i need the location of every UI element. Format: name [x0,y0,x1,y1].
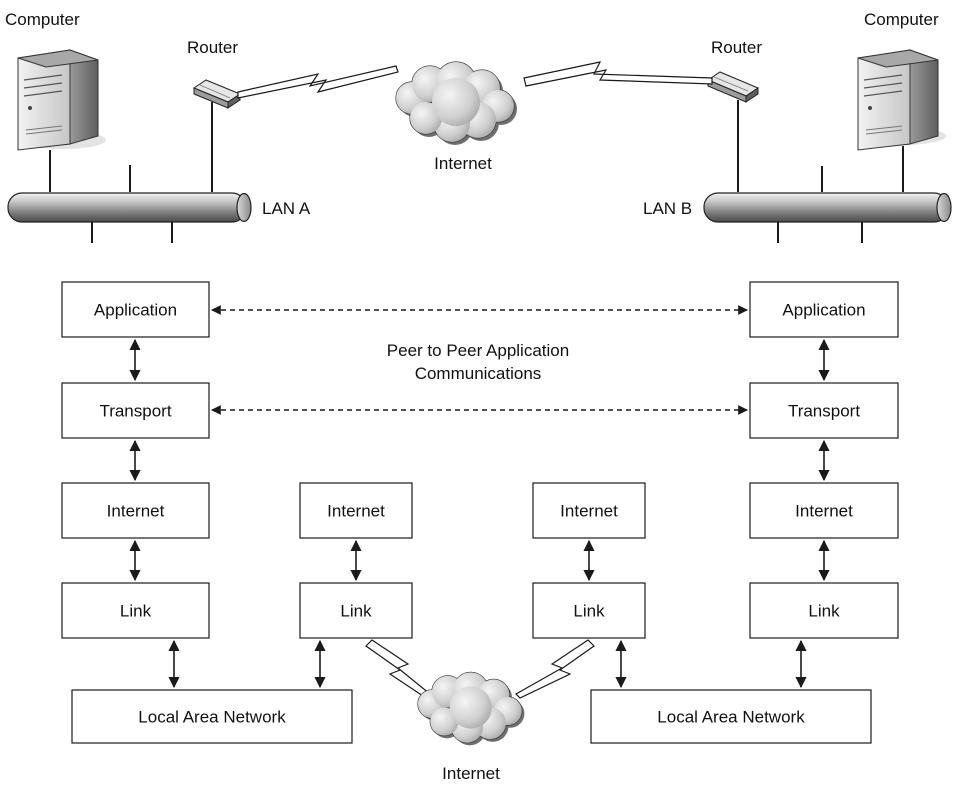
layer-internet-right-label: Internet [795,502,853,521]
router-right-internet-label: Internet [560,502,618,521]
lan-a-label: LAN A [262,199,311,218]
router-left-icon [192,79,242,109]
internet-cloud-icon [395,61,517,145]
layer-application-right-label: Application [782,301,865,320]
lan-right-box [590,689,872,744]
layer-link-left [61,582,210,639]
layer-application-left [61,281,210,338]
router-right-icon [706,71,760,103]
wan-link-bottom-right-icon [515,639,595,699]
router-right-label: Router [711,38,762,57]
router-right-link-box [532,582,646,639]
router-stack-left: Internet Link [299,482,413,639]
router-right-internet-box [532,482,646,539]
peer-label-line1: Peer to Peer Application [387,341,569,360]
layer-transport-right [749,382,899,439]
computer-right-label: Computer [864,10,939,29]
layer-link-right [749,582,899,639]
internet-bottom-cloud-icon [417,671,525,746]
internet-cloud-label: Internet [434,154,492,173]
router-left-link-label: Link [340,602,372,621]
router-left-internet-box [299,482,413,539]
lan-left-label: Local Area Network [138,708,286,727]
lan-left-box [71,689,353,744]
computer-left-icon [17,49,106,151]
lan-a-taps [49,102,213,243]
peer-label-line2: Communications [415,364,542,383]
layer-internet-right [749,482,899,539]
layer-transport-right-label: Transport [788,402,860,421]
stack-left: Application Transport Internet Link [61,281,210,639]
router-left-label: Router [187,38,238,57]
lan-b-label: LAN B [643,199,692,218]
lan-right-label: Local Area Network [657,708,805,727]
lan-b-segment [703,192,952,223]
stack-right: Application Transport Internet Link [749,281,899,639]
lan-b-taps [737,100,904,243]
computer-right-icon [857,49,946,151]
computer-left-label: Computer [5,10,80,29]
layer-application-right [749,281,899,338]
wan-link-right-icon [523,61,713,87]
layer-internet-left-label: Internet [107,502,165,521]
layer-link-right-label: Link [808,602,840,621]
internet-bottom-cloud-label: Internet [442,764,500,783]
router-left-internet-label: Internet [327,502,385,521]
router-left-link-box [299,582,413,639]
wan-link-bottom-left-icon [365,639,431,699]
wan-link-left-icon [237,65,399,99]
router-right-link-label: Link [573,602,605,621]
layer-transport-left-label: Transport [99,402,171,421]
layer-link-left-label: Link [120,602,152,621]
layer-internet-left [61,482,210,539]
lan-a-segment [7,192,252,223]
layer-application-left-label: Application [94,301,177,320]
stack-arrows [129,338,830,689]
router-stack-right: Internet Link [532,482,646,639]
layer-transport-left [61,382,210,439]
